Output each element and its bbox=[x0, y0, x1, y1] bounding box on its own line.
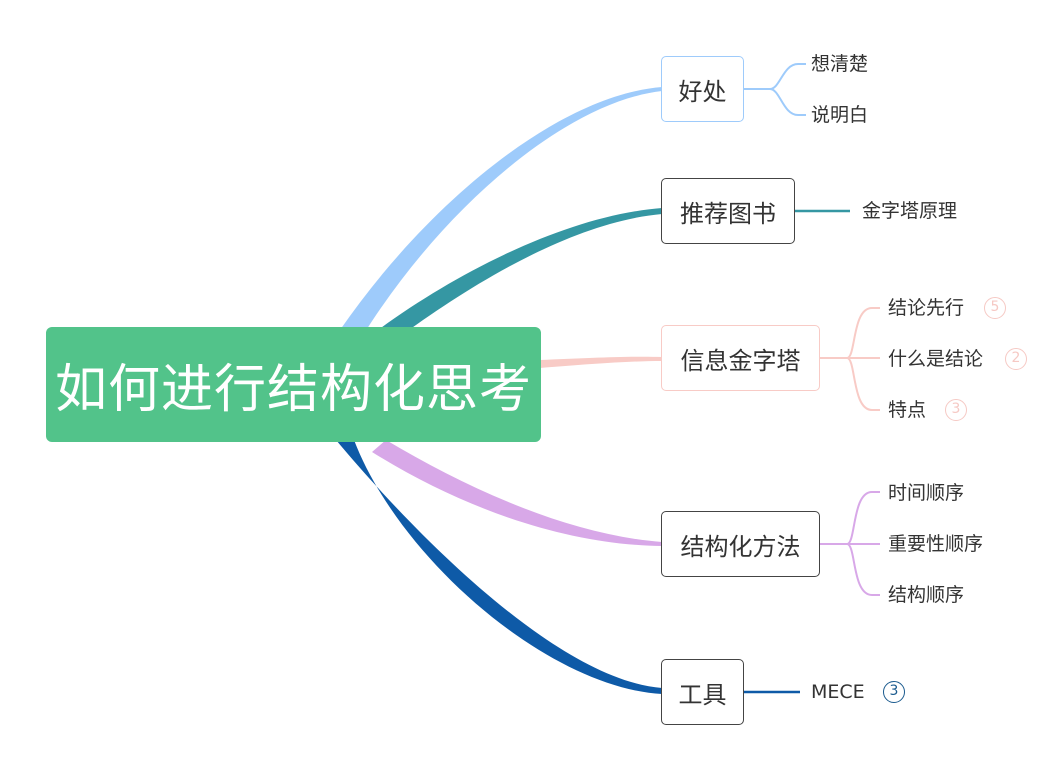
root-topic[interactable]: 如何进行结构化思考 bbox=[46, 327, 541, 442]
count-badge[interactable]: 5 bbox=[984, 297, 1006, 319]
count-badge[interactable]: 3 bbox=[883, 681, 905, 703]
connector-xinxi bbox=[540, 356, 662, 368]
connector-xinxi-children bbox=[820, 307, 880, 411]
leaf-tedian[interactable]: 特点 bbox=[888, 399, 927, 421]
leaf-xiangqingchu[interactable]: 想清楚 bbox=[811, 53, 869, 75]
leaf-jinzita-yuanli[interactable]: 金字塔原理 bbox=[862, 200, 958, 222]
connector-jiegouhua bbox=[372, 440, 662, 546]
leaf-shuomingbai[interactable]: 说明白 bbox=[811, 104, 869, 126]
leaf-jiegou-shunxu[interactable]: 结构顺序 bbox=[888, 584, 965, 606]
topic-haochu[interactable]: 好处 bbox=[661, 56, 744, 122]
topic-gongju[interactable]: 工具 bbox=[661, 659, 744, 725]
connector-gongju bbox=[336, 440, 662, 694]
count-badge[interactable]: 2 bbox=[1005, 348, 1027, 370]
connector-haochu bbox=[340, 87, 662, 340]
leaf-shijian-shunxu[interactable]: 时间顺序 bbox=[888, 482, 965, 504]
leaf-mece[interactable]: MECE bbox=[811, 681, 865, 703]
connector-tuijian bbox=[378, 208, 662, 338]
leaf-zhongyaoxing-shunxu[interactable]: 重要性顺序 bbox=[888, 533, 984, 555]
connector-jiegouhua-children bbox=[820, 491, 880, 596]
topic-tuijian-tushu[interactable]: 推荐图书 bbox=[661, 178, 795, 244]
topic-xinxi-jinzita[interactable]: 信息金字塔 bbox=[661, 325, 820, 391]
leaf-shenme-shi-jielun[interactable]: 什么是结论 bbox=[888, 348, 984, 370]
leaf-jielun-xianxing[interactable]: 结论先行 bbox=[888, 297, 965, 319]
count-badge[interactable]: 3 bbox=[945, 399, 967, 421]
topic-jiegouhua-fangfa[interactable]: 结构化方法 bbox=[661, 511, 820, 577]
connector-haochu-children bbox=[744, 63, 806, 116]
